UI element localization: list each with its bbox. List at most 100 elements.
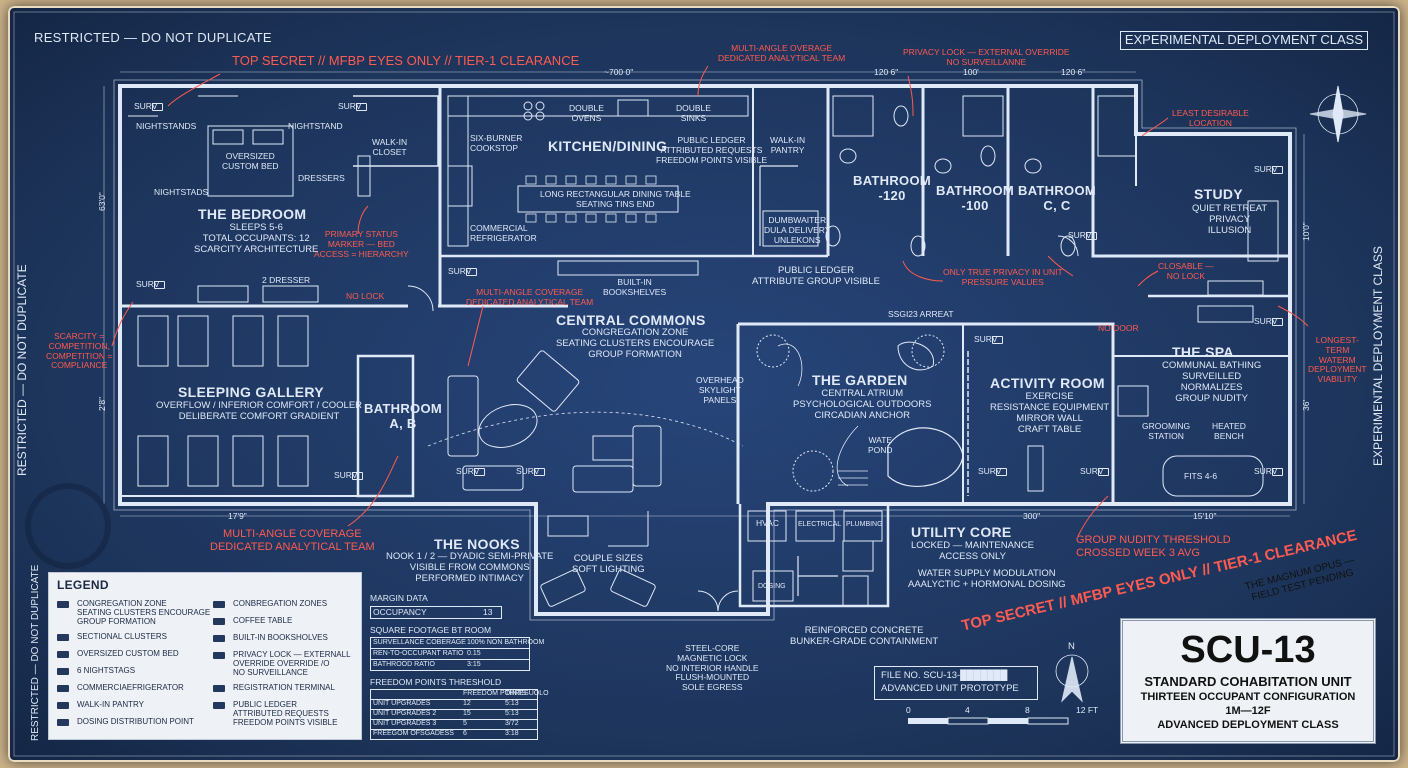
surv-label: SURV bbox=[1254, 316, 1278, 326]
dim-left-a: 63'0" bbox=[97, 192, 107, 211]
legend-swatch-icon bbox=[57, 702, 69, 709]
nightstands-label-c: NIGHTSTADS bbox=[154, 187, 209, 197]
legend-item-label: 6 NIGHTSTAGS bbox=[77, 666, 136, 675]
legend-item-label: DOSING DISTRIBUTION POINT bbox=[77, 717, 194, 726]
activity-room-title: ACTIVITY ROOM bbox=[990, 375, 1105, 391]
surv-label: SURV bbox=[334, 470, 358, 480]
legend-item-label: PUBLIC LEDGER bbox=[233, 700, 298, 709]
legend-swatch-icon bbox=[57, 601, 69, 608]
title-line-1: STANDARD COHABITATION UNIT bbox=[1144, 674, 1352, 689]
dim-top-d: 120 6" bbox=[1061, 67, 1086, 77]
occupancy-label: OCCUPANCY bbox=[373, 607, 427, 617]
occupancy-value: 13 bbox=[483, 607, 493, 617]
tub-label: FITS 4-6 bbox=[1184, 471, 1218, 481]
camera-icon bbox=[1272, 318, 1283, 326]
fp-cell: 15 bbox=[463, 710, 471, 717]
bedroom-title: THE BEDROOM bbox=[198, 206, 307, 222]
dim-top-c: 100' bbox=[963, 67, 979, 77]
sheet-frame bbox=[13, 11, 1395, 757]
bathroom-120-title: BATHROOM-120 bbox=[853, 173, 931, 203]
fp-cell: UNIT UPGRADES 3 bbox=[373, 720, 437, 727]
fp-cell: FREEDOM POINTS bbox=[463, 690, 527, 697]
camera-icon bbox=[996, 468, 1007, 476]
sqft-cell: REN-TO-OCCUPANT RATIO bbox=[373, 650, 464, 657]
surv-label: SURV bbox=[1254, 466, 1278, 476]
fp-cell: UNIT UPGRADES 2 bbox=[373, 710, 437, 717]
camera-icon bbox=[466, 268, 477, 276]
sqft-title: SQUARE FOOTAGE BT ROOM bbox=[370, 625, 492, 635]
commons-title: CENTRAL COMMONS bbox=[556, 312, 706, 328]
north-arrow-icon bbox=[1055, 654, 1089, 703]
legend-item-label: COMMERCIAEFRIGERATOR bbox=[77, 683, 184, 692]
legend-item-label: OVERSIZED CUSTOM BED bbox=[77, 649, 179, 658]
scale-tick-4: 4 bbox=[965, 705, 970, 715]
restricted-label-top: RESTRICTED — DO NOT DUPLICATE bbox=[34, 30, 272, 45]
dim-right-b: 36' bbox=[1301, 399, 1311, 411]
spa-title: THE SPA bbox=[1172, 344, 1234, 360]
surv-label: SURV bbox=[974, 334, 998, 344]
surv-label: SURV bbox=[456, 466, 480, 476]
legend-item-label: SECTIONAL CLUSTERS bbox=[77, 632, 167, 641]
fp-cell: 12 bbox=[463, 700, 471, 707]
nightstands-label-a: NIGHTSTANDS bbox=[136, 121, 197, 131]
legend-swatch-icon bbox=[57, 719, 69, 726]
dresser2-label: 2 DRESSER bbox=[262, 275, 311, 285]
dim-top-a: ~700 0" bbox=[604, 67, 634, 77]
title-line-3: 1M—12F bbox=[1225, 705, 1271, 717]
dim-left-b: 2'8" bbox=[97, 396, 107, 411]
legend-swatch-icon bbox=[213, 652, 225, 659]
legend-swatch-icon bbox=[57, 685, 69, 692]
camera-icon bbox=[152, 103, 163, 111]
floor-plan-drawing bbox=[13, 11, 1395, 757]
dim-bottom-a: 17'9" bbox=[228, 511, 247, 521]
scale-tick-12: 12 ft bbox=[1076, 705, 1099, 715]
compass-rose-icon bbox=[1309, 85, 1367, 143]
unit-code: SCU-13 bbox=[1180, 629, 1316, 671]
sqft-cell: 100% NON BATHROOM bbox=[467, 639, 545, 646]
top-secret-banner-top: TOP SECRET // MFBP EYES ONLY // TIER-1 C… bbox=[232, 53, 580, 68]
legend-swatch-icon bbox=[213, 685, 225, 692]
legend-swatch-icon bbox=[213, 702, 225, 709]
legend-item-label: COFFEE TABLE bbox=[233, 616, 293, 625]
sqft-cell: 0.15 bbox=[467, 650, 481, 657]
fp-cell: 5 bbox=[463, 720, 467, 727]
title-block: SCU-13 STANDARD COHABITATION UNIT THIRTE… bbox=[1120, 618, 1376, 744]
surv-label: SURV bbox=[1080, 466, 1104, 476]
fp-cell: THRESUOLO bbox=[505, 690, 549, 697]
file-number: FILE NO. SCU-13-███████ bbox=[881, 670, 1008, 681]
legend-item-label: REGISTRATION TERMINAL bbox=[233, 683, 335, 692]
sqft-cell: BATHROOD RATIO bbox=[373, 661, 435, 668]
camera-icon bbox=[1272, 468, 1283, 476]
dim-right-a: 10'0" bbox=[1301, 222, 1311, 241]
legend-swatch-icon bbox=[57, 668, 69, 675]
